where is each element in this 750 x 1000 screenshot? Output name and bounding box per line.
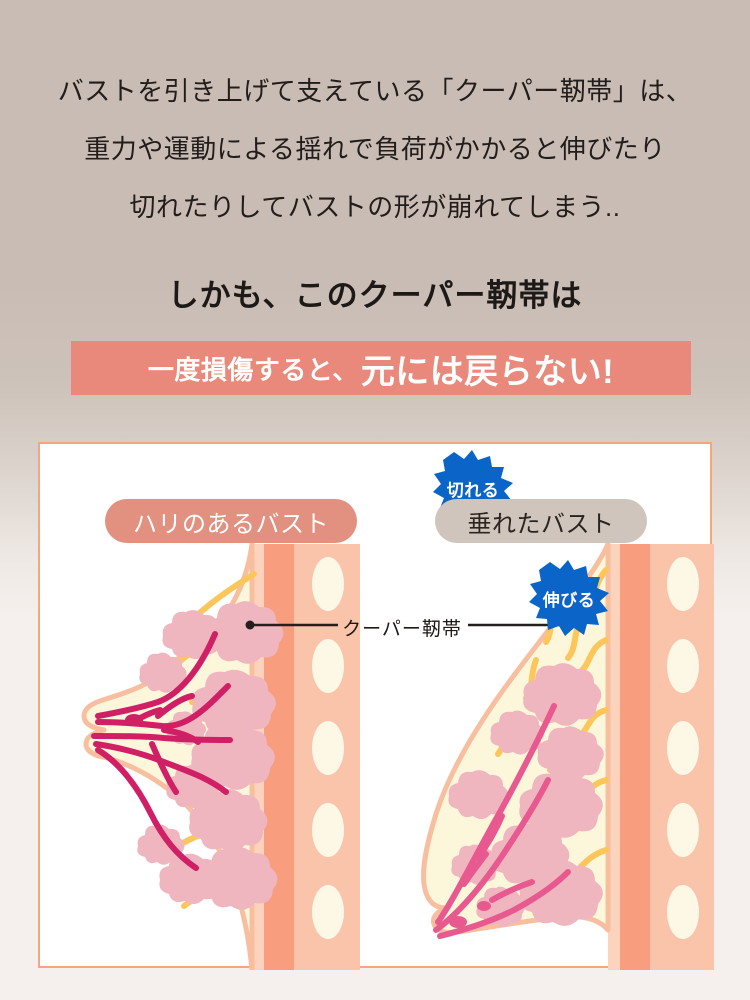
badge-stretch: 伸びる [529,560,609,636]
anatomy-illustration: 伸びる 切れる [81,450,714,970]
banner-text-part1: 一度損傷すると、 [147,354,359,385]
lead-headline: しかも、このクーパー靭帯は [167,278,583,313]
mammary-glands-right [448,663,604,927]
intro-line-1: バストを引き上げて支えている「クーパー靭帯」は、 [57,76,693,106]
nipple-duct-tip-left [125,714,143,726]
nipple-duct-tip-right [449,916,467,928]
highlight-banner: 一度損傷すると、 元には戻らない! [71,341,691,395]
muscle-layer-right [618,544,650,970]
intro-line-2: 重力や運動による揺れで負荷がかかると伸びたり [84,134,666,164]
banner-text-part2: 元には戻らない! [360,352,615,391]
illustration-card: 伸びる 切れる ハリのあるバスト 垂れたバスト クーパー靭帯 [38,442,714,970]
cooper-ligament-label: クーパー靭帯 [342,619,462,640]
fascia-layer-right [608,544,620,970]
duct-node-right [477,901,491,911]
milk-ducts-right [433,703,571,939]
label-sagging-bust: 垂れたバスト [435,499,647,543]
firm-breast-diagram [81,541,360,970]
leader-dot-left [245,620,255,630]
ribs-left [312,557,344,939]
label-firm-bust: ハリのあるバスト [105,499,357,543]
mammary-glands-left [137,601,284,910]
intro-line-3: 切れたりしてバストの形が崩れてしまう.. [129,192,621,222]
badge-stretch-label: 伸びる [542,590,596,610]
badge-tear-label: 切れる [447,481,500,500]
ribs-right [667,557,699,939]
sagging-breast-diagram: 伸びる 切れる [245,450,714,970]
milk-ducts-left [91,631,233,871]
intro-paragraph: バストを引き上げて支えている「クーパー靭帯」は、 重力や運動による揺れで負荷がか… [0,62,750,236]
